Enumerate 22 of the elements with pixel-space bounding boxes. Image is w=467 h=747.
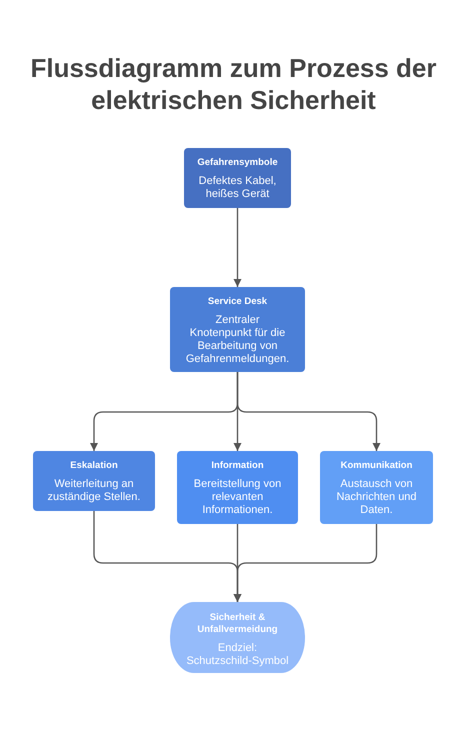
box-text: Bereitstellung von relevanten Informationen. bbox=[192, 478, 282, 517]
box-heading: Kommunikation bbox=[340, 460, 412, 472]
process-box bbox=[33, 451, 155, 511]
arrow bbox=[234, 208, 242, 287]
process-box bbox=[177, 451, 298, 524]
box-text: Austausch von Nachrichten und Daten. bbox=[335, 478, 418, 517]
box-heading: Gefahrensymbole bbox=[197, 157, 278, 169]
arrow bbox=[236, 372, 380, 451]
box-text: Defektes Kabel, heißes Gerät bbox=[198, 175, 278, 201]
arrow bbox=[234, 524, 378, 602]
box-text: Zentraler Knotenpunkt für die Bearbeitung von Gefahrenmeldungen. bbox=[186, 314, 290, 366]
box-heading: Information bbox=[211, 460, 264, 472]
process-box bbox=[320, 451, 433, 524]
box-heading: Sicherheit & Unfallvermeidung bbox=[196, 612, 279, 636]
box-heading: Eskalation bbox=[70, 460, 118, 472]
terminal-box bbox=[170, 602, 305, 673]
box-text: Endziel: Schutzschild-Symbol bbox=[185, 642, 290, 668]
process-box bbox=[170, 287, 305, 372]
process-box bbox=[184, 148, 291, 208]
box-heading: Service Desk bbox=[208, 296, 268, 308]
diagram-title: Flussdiagramm zum Prozess der elektrischen Sicherheit bbox=[29, 52, 438, 116]
box-text: Weiterleitung an zuständige Stellen. bbox=[46, 478, 142, 504]
